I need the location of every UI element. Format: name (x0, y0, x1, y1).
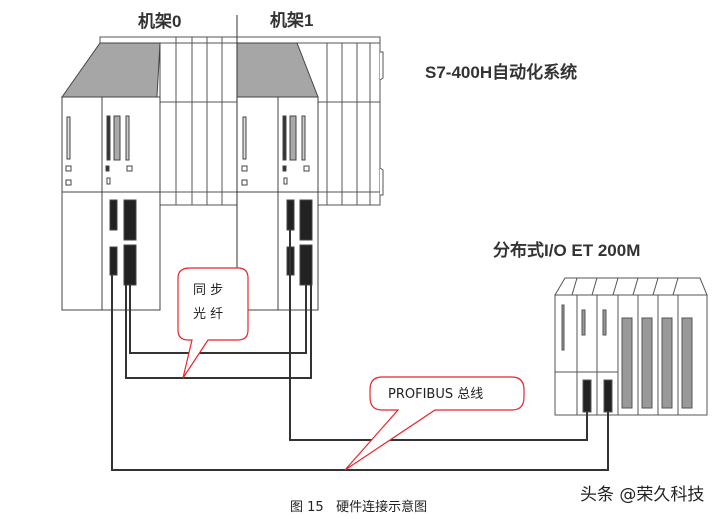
et200m-label: 分布式I/O ET 200M (493, 240, 640, 260)
figure-caption: 图 15 硬件连接示意图 (290, 499, 427, 515)
watermark: 头条 @荣久科技 (580, 485, 704, 505)
sync-fiber-callout: 同 步 光 纤 (177, 267, 249, 379)
sync-fiber-2 (125, 285, 312, 379)
profibus-cable-rack0 (111, 275, 609, 471)
profibus-cable-rack1 (289, 230, 588, 441)
cables (111, 230, 609, 471)
rack1-cpu (236, 42, 319, 311)
rack1-label: 机架1 (270, 10, 313, 30)
callout-sync-line2: 光 纤 (193, 307, 223, 322)
rack0-cpu (61, 42, 161, 311)
rack0-label: 机架0 (138, 11, 181, 31)
sync-fiber-1 (129, 285, 307, 354)
callout-sync-line1: 同 步 (193, 283, 223, 298)
profibus-callout: PROFIBUS 总线 (344, 376, 525, 471)
callout-profibus: PROFIBUS 总线 (388, 387, 483, 402)
system-label: S7-400H自动化系统 (425, 62, 577, 82)
et200m-station (554, 277, 708, 416)
